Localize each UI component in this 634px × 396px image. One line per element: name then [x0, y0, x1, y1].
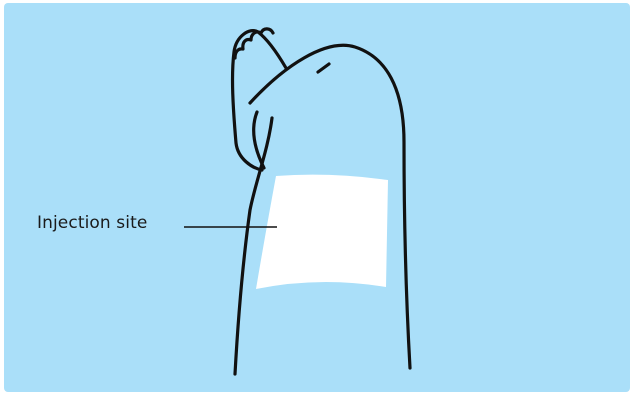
toes-outline: [235, 29, 273, 58]
injection-site-label: Injection site: [37, 213, 147, 233]
foot-outline: [233, 31, 286, 170]
injection-site-area: [256, 175, 388, 289]
kneecap-mark: [318, 64, 329, 72]
